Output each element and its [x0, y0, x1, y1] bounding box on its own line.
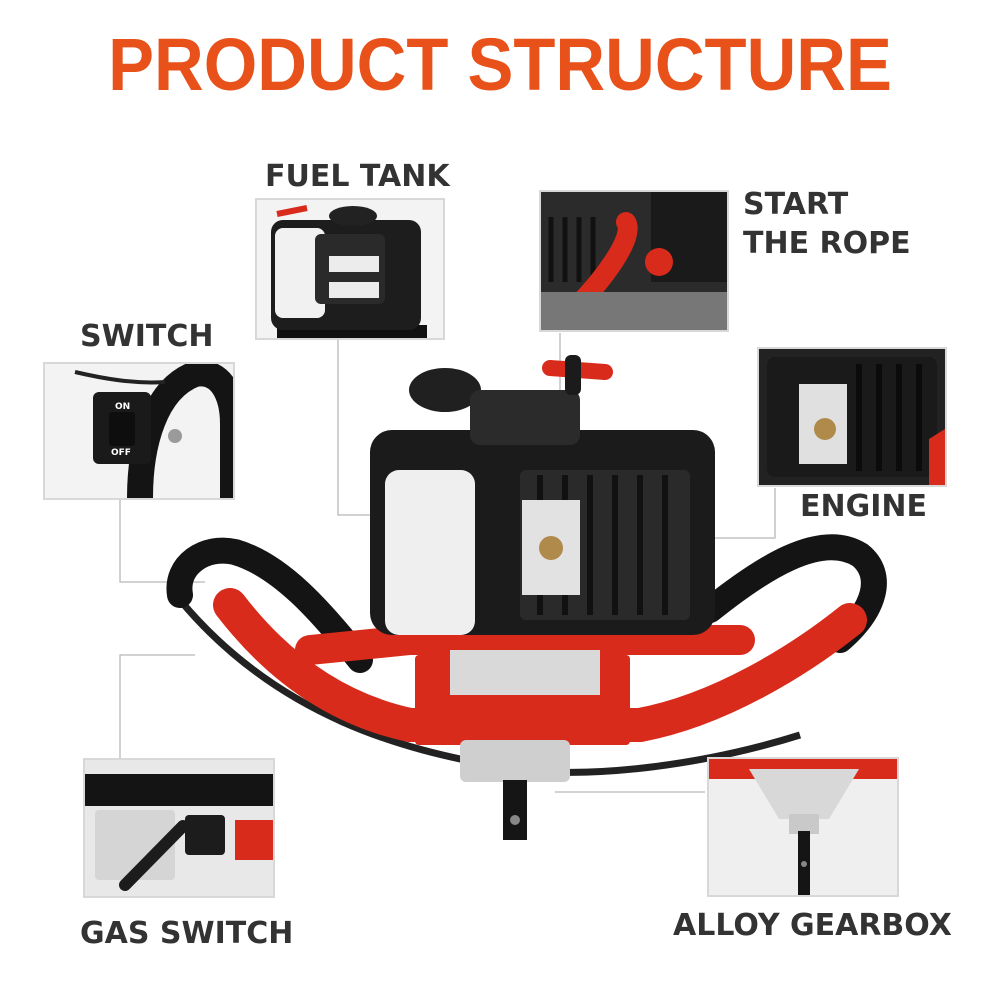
start-rope-label-line1: START [743, 187, 849, 222]
switch-inset: ON OFF [43, 362, 235, 500]
fuel-tank-label: FUEL TANK [265, 159, 450, 194]
switch-label: SWITCH [80, 319, 214, 354]
switch-off-text: OFF [111, 448, 131, 458]
alloy-gearbox-label: ALLOY GEARBOX [673, 908, 952, 943]
start-rope-label-line2: THE ROPE [743, 226, 911, 261]
alloy-gearbox-inset [707, 757, 899, 897]
start-rope-inset [539, 190, 729, 332]
engine-inset [757, 347, 947, 487]
fuel-tank-inset [255, 198, 445, 340]
page-title: PRODUCT STRUCTURE [108, 23, 892, 106]
earth-auger-product-image [166, 355, 887, 840]
switch-on-text: ON [115, 402, 131, 412]
engine-label: ENGINE [800, 489, 927, 524]
gas-switch-label: GAS SWITCH [80, 916, 294, 951]
gas-switch-inset [83, 758, 275, 898]
